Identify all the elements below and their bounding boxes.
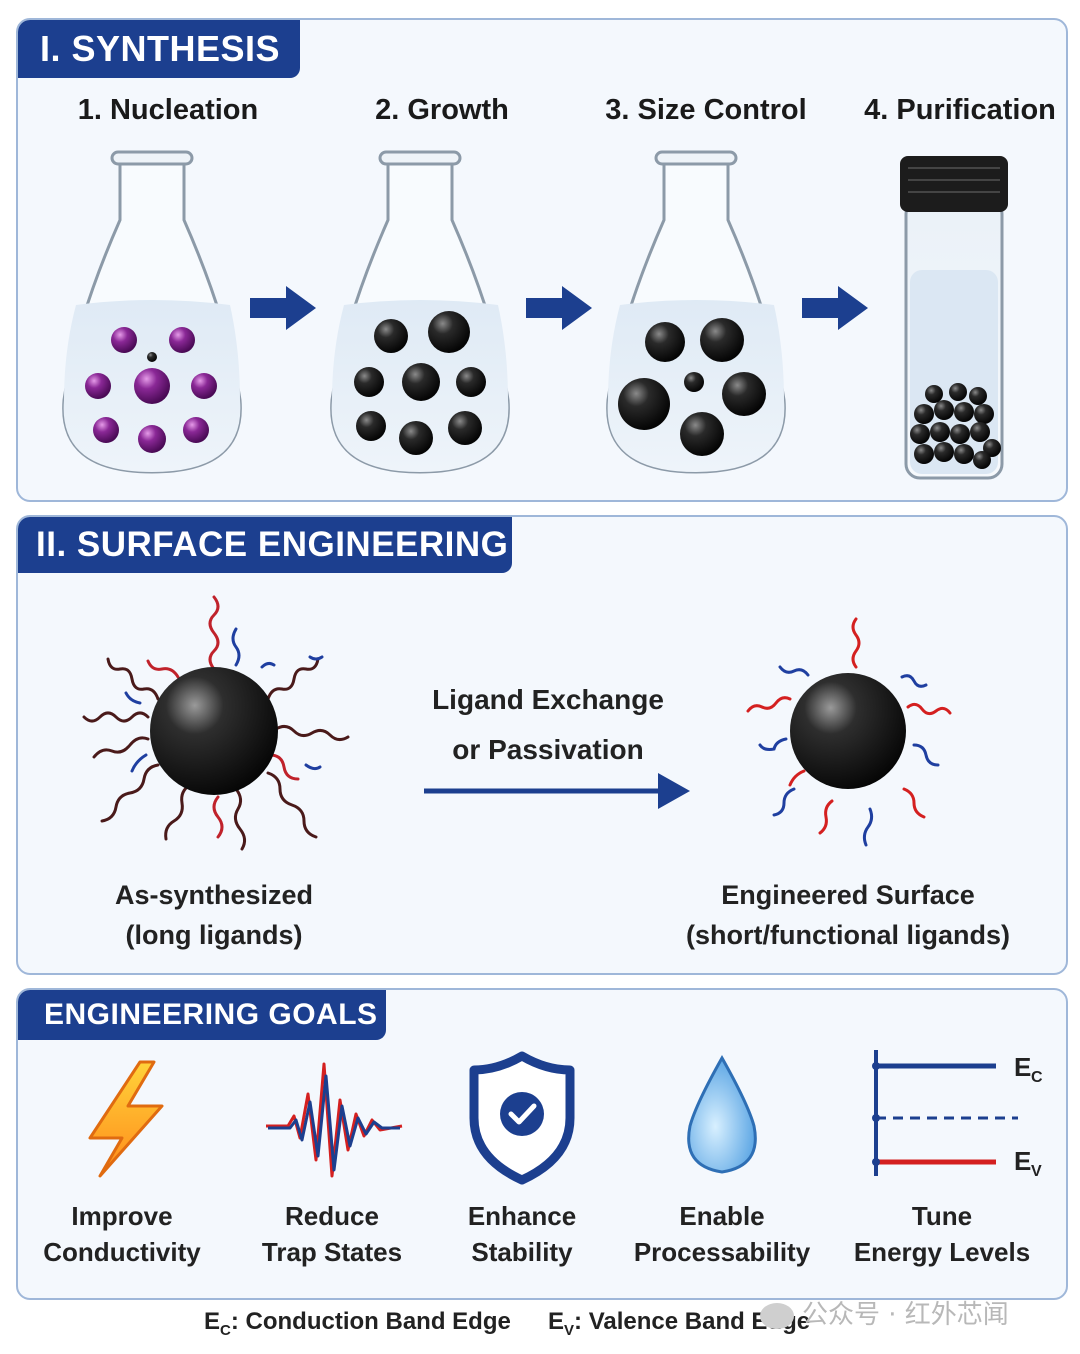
step-purification-label: 4. Purification: [864, 94, 1056, 126]
short-ligands-label: (short/functional ligands): [686, 920, 1010, 950]
synthesis-panel: I. SYNTHESIS 1. Nucleation 2. Growth 3. …: [16, 18, 1068, 502]
long-ligands-label: (long ligands): [125, 920, 303, 950]
goal-1-line2: Conductivity: [43, 1237, 201, 1267]
goal-3-line1: Enhance: [467, 1201, 577, 1231]
footnote-ev-subscript: V: [564, 1321, 575, 1339]
footnote-ec-subscript: C: [220, 1321, 231, 1339]
arrow-icon: [802, 286, 868, 330]
long-ligands: [82, 595, 350, 851]
ev-subscript: V: [1031, 1163, 1042, 1180]
watermark: 公众号 · 红外芯闻: [760, 1294, 1009, 1331]
shield-check-icon: [469, 1051, 575, 1185]
synthesis-illustration: [62, 150, 1008, 480]
goals-icons: E C E V: [88, 1050, 1043, 1185]
synthesis-title: I. SYNTHESIS: [18, 20, 300, 78]
as-synthesized-label: As-synthesized: [114, 880, 314, 910]
engineering-goals-panel: ENGINEERING GOALS: [16, 988, 1068, 1300]
goal-1-line1: Improve: [71, 1201, 173, 1231]
flask-growth: [330, 150, 510, 474]
goal-2-line1: Reduce: [285, 1201, 379, 1231]
footnote-ev-symbol: E: [548, 1308, 565, 1335]
goal-3-line2: Stability: [471, 1237, 573, 1267]
watermark-text: 公众号 · 红外芯闻: [802, 1300, 1009, 1330]
ev-label: E: [1014, 1146, 1031, 1176]
droplet-icon: [687, 1054, 757, 1174]
flask-size-control: [606, 150, 786, 474]
step-growth-label: 2. Growth: [375, 94, 509, 126]
footnote-ec: EC: Conduction Band Edge: [204, 1308, 511, 1339]
quantum-dot-engineered: [790, 673, 906, 789]
exchange-arrow-head: [658, 773, 690, 809]
engineered-surface-label: Engineered Surface: [721, 880, 975, 910]
arrow-icon: [250, 286, 316, 330]
short-ligands: [746, 617, 952, 847]
vial-purification: [900, 156, 1008, 480]
surface-engineering-panel: II. SURFACE ENGINEERING: [16, 515, 1068, 975]
step-size-control-label: 3. Size Control: [605, 94, 807, 126]
flask-nucleation: [62, 150, 242, 474]
arrow-icon: [526, 286, 592, 330]
goal-4-line1: Enable: [679, 1201, 765, 1231]
goal-2-line2: Trap States: [261, 1237, 403, 1267]
ec-label: E: [1014, 1052, 1031, 1082]
goal-4-line2: Processability: [633, 1237, 811, 1267]
footnote-ec-symbol: E: [204, 1308, 221, 1335]
quantum-dot-as-synthesized: [150, 667, 278, 795]
ec-subscript: C: [1031, 1069, 1043, 1086]
exchange-label-line2: or Passivation: [452, 734, 644, 765]
surface-engineering-title: II. SURFACE ENGINEERING: [18, 517, 512, 573]
exchange-label-line1: Ligand Exchange: [432, 684, 664, 715]
waveform-icon: [266, 1062, 403, 1178]
lightning-icon: [88, 1060, 164, 1178]
wechat-icon: [760, 1302, 794, 1329]
engineering-goals-title: ENGINEERING GOALS: [18, 990, 386, 1040]
footnote-ec-text: : Conduction Band Edge: [230, 1308, 511, 1335]
energy-levels-icon: E C E V: [872, 1050, 1043, 1180]
goal-5-line1: Tune: [911, 1201, 973, 1231]
goal-5-line2: Energy Levels: [853, 1237, 1031, 1267]
step-nucleation-label: 1. Nucleation: [77, 94, 259, 126]
surface-illustration: [82, 595, 952, 851]
